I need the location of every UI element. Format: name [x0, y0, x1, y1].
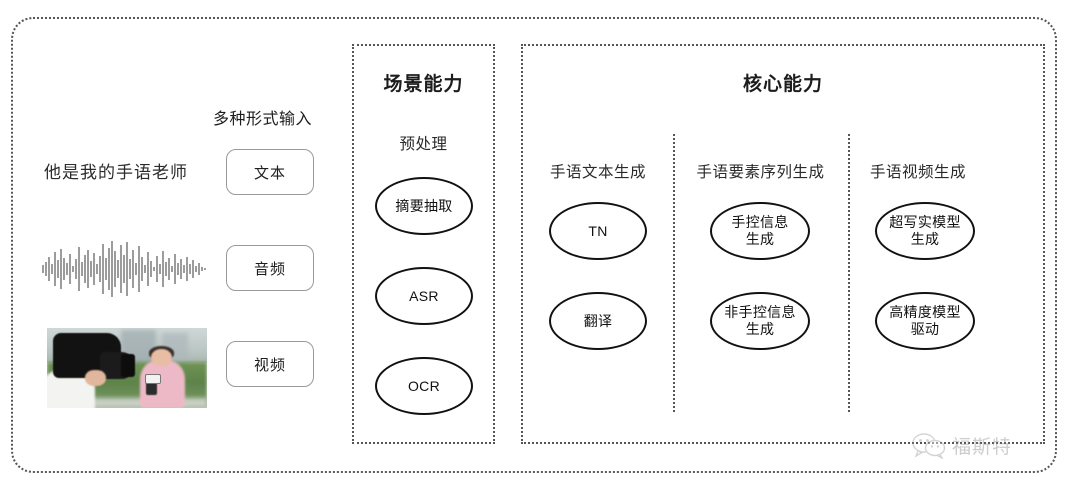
node-hyperrealistic-model-generation[interactable]: 超写实模型 生成 [875, 202, 975, 260]
core-column-header-element-sequence: 手语要素序列生成 [696, 164, 825, 181]
input-chip-text[interactable]: 文本 [226, 149, 314, 195]
core-column-header-video-generation: 手语视频生成 [870, 164, 967, 181]
sample-input-text: 他是我的手语老师 [44, 163, 188, 182]
input-chip-video[interactable]: 视频 [226, 341, 314, 387]
input-section-label: 多种形式输入 [213, 111, 313, 128]
input-chip-audio[interactable]: 音频 [226, 245, 314, 291]
diagram-outer-frame [11, 17, 1057, 473]
node-non-manual-feature-generation[interactable]: 非手控信息 生成 [710, 292, 810, 350]
core-panel-divider-2 [848, 134, 850, 412]
node-ocr[interactable]: OCR [375, 357, 473, 415]
node-high-precision-model-driving[interactable]: 高精度模型 驱动 [875, 292, 975, 350]
scene-capability-panel: 场景能力 预处理 摘要抽取 ASR OCR [352, 44, 495, 444]
core-capability-panel: 核心能力 手语文本生成 TN 翻译 手语要素序列生成 手控信息 生成 非手控信息… [521, 44, 1045, 444]
waveform-icon [42, 241, 206, 297]
video-thumbnail-icon [47, 328, 207, 408]
node-manual-feature-generation[interactable]: 手控信息 生成 [710, 202, 810, 260]
node-translation[interactable]: 翻译 [549, 292, 647, 350]
node-asr[interactable]: ASR [375, 267, 473, 325]
scene-panel-title: 场景能力 [383, 74, 464, 95]
scene-panel-subtitle: 预处理 [399, 136, 448, 153]
core-panel-title: 核心能力 [742, 74, 823, 95]
watermark-text: 福斯特 [952, 437, 1013, 458]
core-panel-divider-1 [673, 134, 675, 412]
node-summary-extraction[interactable]: 摘要抽取 [375, 177, 473, 235]
node-tn[interactable]: TN [549, 202, 647, 260]
watermark: 福斯特 [912, 432, 1012, 459]
wechat-icon [912, 432, 946, 459]
core-column-header-text-generation: 手语文本生成 [549, 164, 646, 181]
